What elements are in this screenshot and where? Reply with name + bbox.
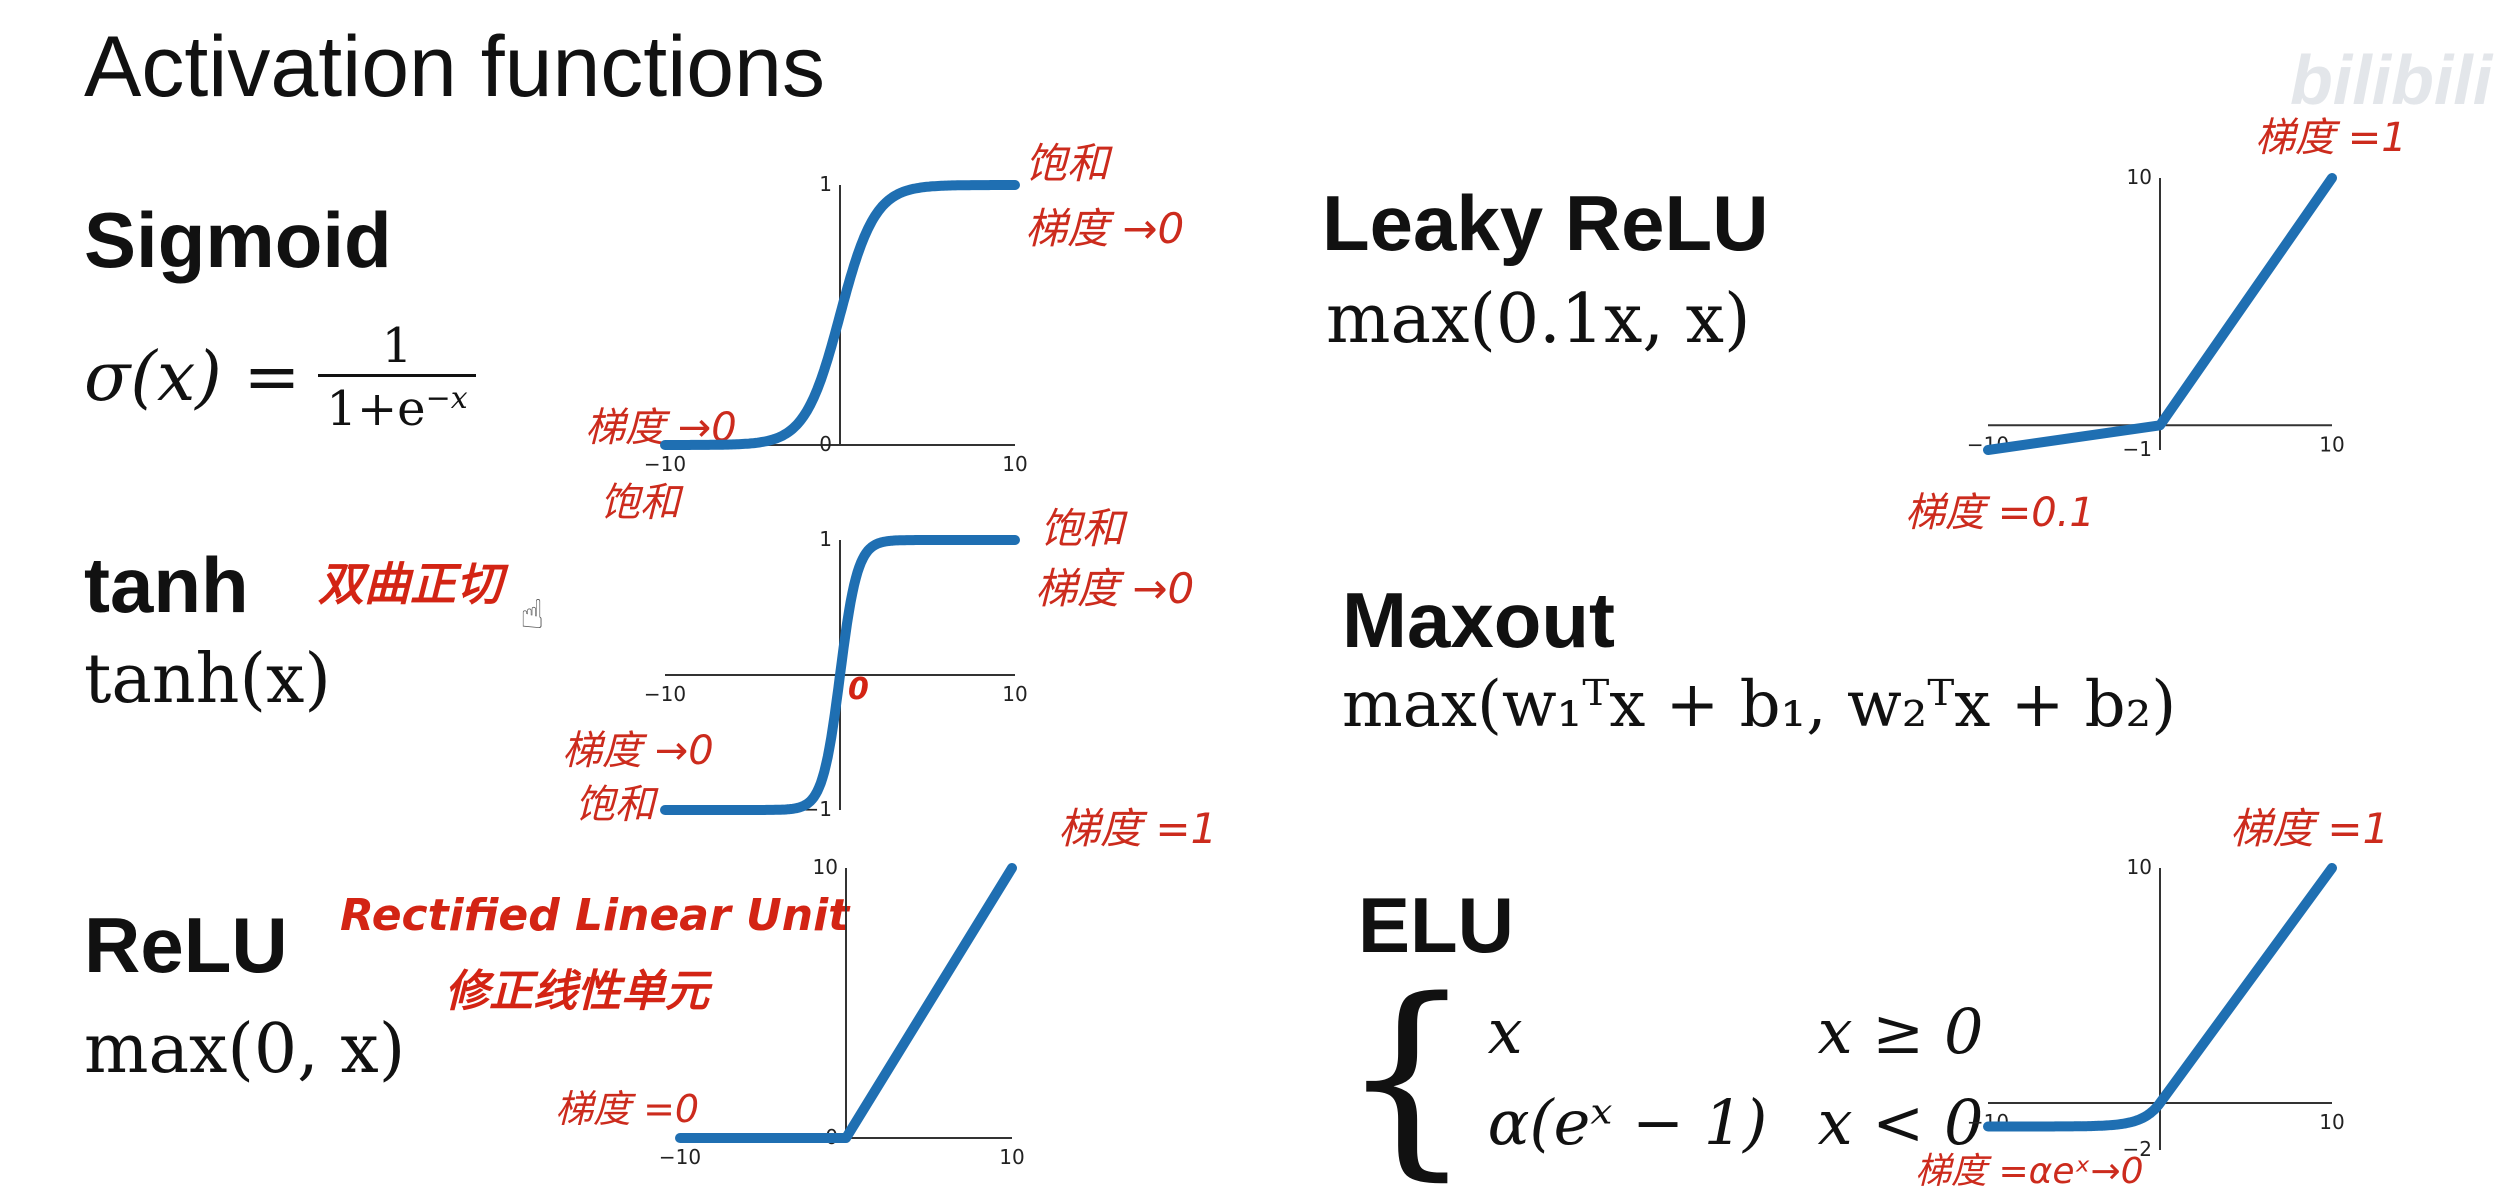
sigmoid-denominator-base: 1+e	[326, 381, 426, 437]
sigmoid-note-bottom-saturation: 饱和	[600, 480, 680, 526]
sigmoid-note-top-gradient: 梯度 →0	[1025, 204, 1185, 253]
elu-curve	[1983, 863, 2337, 1132]
sigmoid-numerator: 1	[381, 318, 413, 374]
watermark-logo: bilibili	[2290, 41, 2493, 119]
sigmoid-xtick-max: 10	[1002, 452, 1027, 476]
tanh-name: tanh	[84, 541, 249, 629]
sigmoid-ytick-max: 1	[819, 172, 832, 196]
tanh-xtick-min: −10	[644, 682, 686, 706]
leaky-relu-curve	[1983, 173, 2337, 455]
relu-curve	[675, 863, 1017, 1143]
leaky-relu-note-right-gradient: 梯度 =1	[2255, 115, 2407, 161]
relu-xtick-min: −10	[659, 1145, 701, 1169]
elu-case2-expr: α(eˣ − 1)	[1487, 1086, 1768, 1159]
sigmoid-curve	[660, 180, 1020, 450]
sigmoid-lhs: σ(x) =	[84, 338, 301, 417]
sigmoid-fraction: 1 1+e−x	[318, 318, 476, 437]
tanh-note-bottom-saturation: 饱和	[575, 782, 655, 828]
maxout-name: Maxout	[1342, 576, 1615, 664]
leaky-relu-xtick-max: 10	[2319, 432, 2344, 456]
elu-case2-cond: x < 0	[1817, 1086, 1984, 1159]
leaky-relu-ytick-min: −1	[2123, 437, 2152, 461]
relu-english-note: Rectified Linear Unit	[340, 890, 850, 941]
elu-case1-expr: x	[1487, 995, 1523, 1068]
leaky-relu-note-left-gradient: 梯度 =0.1	[1905, 490, 2095, 536]
tanh-chinese-note: 双曲正切	[318, 557, 502, 611]
sigmoid-ytick-min: 0	[819, 432, 832, 456]
tanh-ytick-max: 1	[819, 527, 832, 551]
hand-cursor-icon: ☝	[520, 593, 545, 637]
sigmoid-xtick-min: −10	[644, 452, 686, 476]
relu-chinese-note: 修正线性单元	[445, 966, 709, 1017]
tanh-xtick-max: 10	[1002, 682, 1027, 706]
relu-ytick-max: 10	[813, 855, 838, 879]
leaky-relu-ytick-max: 10	[2127, 165, 2152, 189]
elu-xtick-max: 10	[2319, 1110, 2344, 1134]
relu-formula: max(0, x)	[84, 1010, 406, 1089]
page-title: Activation functions	[84, 19, 825, 115]
leaky-relu-formula: max(0.1x, x)	[1326, 280, 1751, 359]
elu-name: ELU	[1358, 881, 1514, 969]
tanh-note-top-saturation: 饱和	[1040, 504, 1125, 553]
sigmoid-formula: σ(x) = 1 1+e−x	[84, 318, 476, 437]
elu-case1-cond: x ≥ 0	[1817, 995, 1984, 1068]
sigmoid-note-top-saturation: 饱和	[1025, 139, 1110, 188]
tanh-formula: tanh(x)	[84, 640, 331, 719]
tanh-curve	[660, 535, 1020, 815]
elu-note-left-gradient: 梯度 =αeˣ→0	[1915, 1151, 2144, 1192]
elu-note-right-gradient: 梯度 =1	[2230, 804, 2390, 853]
tanh-note-bottom-gradient: 梯度 →0	[562, 728, 714, 774]
sigmoid-denominator: 1+e−x	[318, 374, 476, 437]
maxout-formula: max(w₁ᵀx + b₁, w₂ᵀx + b₂)	[1342, 668, 2177, 742]
sigmoid-denominator-exp: −x	[425, 381, 468, 416]
elu-formula: { x x ≥ 0 α(eˣ − 1) x < 0	[1340, 972, 2018, 1182]
elu-ytick-min: −2	[2123, 1137, 2152, 1161]
relu-name: ReLU	[84, 901, 288, 989]
elu-cases: x x ≥ 0 α(eˣ − 1) x < 0	[1488, 995, 2018, 1159]
tanh-zero-mark: 0	[848, 672, 869, 707]
elu-brace: {	[1340, 954, 1474, 1199]
sigmoid-name: Sigmoid	[84, 196, 392, 284]
tanh-note-top-gradient: 梯度 →0	[1035, 564, 1195, 613]
relu-note-right-gradient: 梯度 =1	[1058, 804, 1218, 853]
relu-xtick-max: 10	[999, 1145, 1024, 1169]
elu-ytick-max: 10	[2127, 855, 2152, 879]
leaky-relu-name: Leaky ReLU	[1322, 179, 1769, 267]
relu-note-left-gradient: 梯度 =0	[555, 1087, 700, 1131]
